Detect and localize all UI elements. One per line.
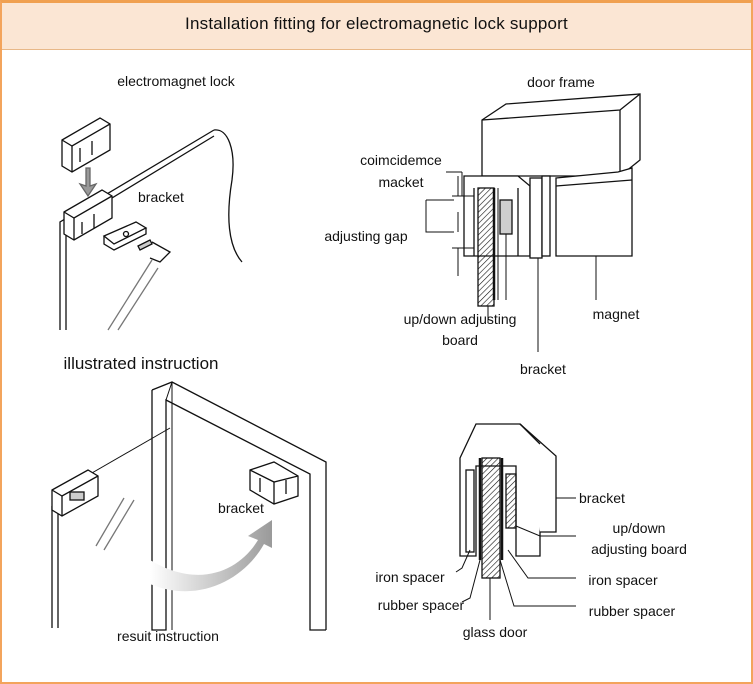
rubber-spacer-right-label: rubber spacer <box>589 603 676 619</box>
top-left-illustration <box>59 117 243 331</box>
iron-spacer-left-label: iron spacer <box>375 569 445 585</box>
magnet-label: magnet <box>593 306 640 322</box>
updown-label-line1: up/down <box>613 520 666 536</box>
bracket-label-bottom-left: bracket <box>218 500 264 516</box>
bracket-label-top-left: bracket <box>138 189 184 205</box>
result-instruction-label: resuit instruction <box>117 628 219 644</box>
bracket-label-bottom-right: bracket <box>579 490 625 506</box>
updown-board-label-line2: board <box>442 332 478 348</box>
glass-door-label: glass door <box>463 624 528 640</box>
lock-block-icon <box>61 117 111 173</box>
coincidence-label-line2: macket <box>378 174 423 190</box>
door-frame-label: door frame <box>527 74 595 90</box>
coincidence-label-line1: coimcidemce <box>360 152 442 168</box>
bottom-right-illustration <box>455 423 576 620</box>
rubber-spacer-left-label: rubber spacer <box>378 597 465 613</box>
page-title: Installation fitting for electromagnetic… <box>185 14 568 33</box>
bottom-left-illustration <box>51 381 327 631</box>
top-right-illustration <box>425 93 641 352</box>
header-bar: Installation fitting for electromagnetic… <box>0 0 753 50</box>
adjusting-gap-label: adjusting gap <box>324 228 408 244</box>
bracket-block-icon <box>63 189 113 241</box>
updown-label-line2: adjusting board <box>591 541 687 557</box>
illustrated-instruction-label: illustrated instruction <box>64 354 219 373</box>
updown-board-label-line1: up/down adjusting <box>404 311 517 327</box>
bracket-label-top-right: bracket <box>520 361 566 377</box>
iron-spacer-right-label: iron spacer <box>588 572 658 588</box>
electromagnet-lock-label: electromagnet lock <box>117 73 236 89</box>
